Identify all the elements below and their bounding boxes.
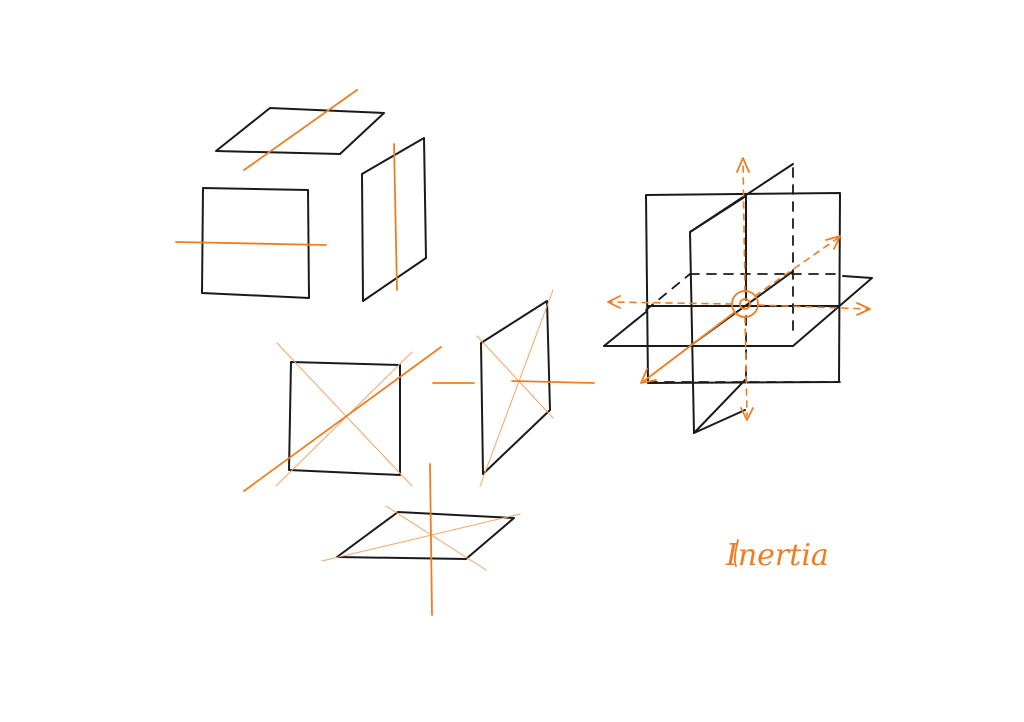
axis-down-arrowhead — [740, 407, 754, 421]
side-diagonal-1 — [476, 335, 554, 419]
axis-right-arrowhead — [856, 302, 871, 316]
axis-back — [754, 237, 839, 297]
sagittal-plane — [689, 163, 794, 434]
axis-down — [744, 316, 748, 417]
planes-with-diagonals-group — [243, 289, 595, 616]
sagittal-plane-top-edge — [689, 195, 747, 233]
top-plane-axis — [243, 89, 358, 171]
side-plane-axis — [393, 143, 398, 291]
sagittal-plane-front-bottom — [693, 379, 746, 434]
side-plane — [361, 137, 427, 302]
transverse-plane-hidden-left — [645, 273, 691, 311]
side-diagonal-2 — [479, 289, 554, 487]
diagonal-side-plane — [480, 300, 551, 475]
center-marker-inner — [739, 298, 751, 310]
top-plane — [215, 107, 385, 155]
transverse-plane-left-edge — [603, 311, 647, 347]
axis-forward-arrowhead — [640, 368, 657, 384]
transverse-plane — [603, 275, 873, 347]
side-diagonal-axis-right — [511, 380, 595, 384]
front-diagonal-axis — [243, 346, 442, 492]
axis-forward — [643, 311, 736, 382]
diagonal-front-plane — [288, 361, 401, 476]
intersecting-planes-group — [603, 157, 873, 434]
axis-left — [609, 301, 733, 305]
planes-with-axes-group — [175, 89, 427, 302]
handwritten-underline-stroke — [733, 539, 739, 567]
diagonal-bottom-plane — [336, 511, 515, 560]
axis-left-arrowhead — [607, 295, 621, 309]
frontal-plane — [645, 192, 841, 384]
axis-back-arrowhead — [825, 235, 841, 250]
bottom-diagonal-2 — [385, 505, 487, 571]
axis-up — [742, 161, 746, 293]
bottom-diagonal-1 — [321, 513, 521, 562]
handwritten-label: Inertia — [725, 538, 829, 573]
front-plane-axis — [175, 241, 327, 246]
bottom-diagonal-axis — [429, 463, 433, 616]
axis-right — [757, 304, 869, 310]
front-diagonal-1 — [276, 342, 413, 487]
axis-up-arrowhead — [736, 157, 750, 173]
front-plane — [201, 187, 310, 299]
